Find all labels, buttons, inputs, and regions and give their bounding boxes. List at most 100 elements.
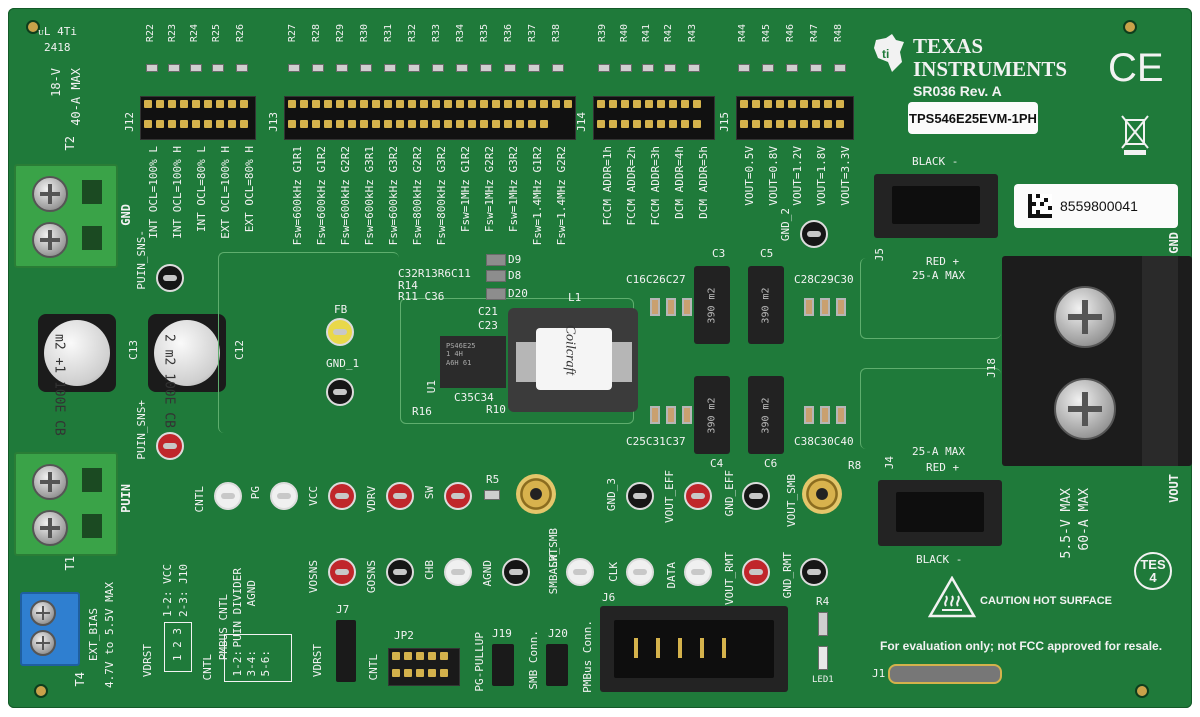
header-j12[interactable] — [140, 96, 256, 140]
terminal-t1-ref: T1 — [63, 556, 77, 571]
jumper-j20[interactable] — [546, 644, 568, 686]
ref-c6: C6 — [764, 457, 778, 470]
testpoint-clk[interactable] — [626, 558, 654, 586]
resistor-ref: R33 — [431, 24, 442, 43]
resistor — [504, 64, 516, 72]
jumper-j7[interactable] — [336, 620, 356, 682]
testpoint-gnd-2[interactable] — [800, 220, 828, 248]
tes-logo-text: TES 4 — [1140, 557, 1166, 585]
brand-texas: TEXAS — [913, 34, 984, 58]
testpoint-gnd-rmt[interactable] — [800, 558, 828, 586]
svg-text:ti: ti — [882, 47, 889, 61]
config-label-j14: FCCM ADDR=2h — [625, 146, 638, 226]
ref-c35-c34: C35C34 — [454, 392, 494, 403]
copper-outline — [218, 252, 399, 433]
header-pin — [300, 100, 308, 108]
config-label-j15: VOUT=0.5V — [743, 146, 756, 206]
connector-j4-socket — [896, 492, 984, 532]
testpoint-vout-rmt[interactable] — [742, 558, 770, 586]
testpoint-puin-sns-neg[interactable] — [156, 264, 184, 292]
header-pin — [168, 120, 176, 128]
config-label-j15: VOUT=0.8V — [767, 146, 780, 206]
header-pin — [740, 100, 748, 108]
cap-c13-ref: C13 — [127, 340, 140, 360]
header-pin — [168, 100, 176, 108]
part-number-text: TPS546E25EVM-1PH — [909, 110, 1037, 126]
header-pin — [440, 652, 448, 660]
testpoint-gnd-1[interactable] — [326, 378, 354, 406]
terminal-j18[interactable] — [1002, 256, 1192, 466]
config-label-j13: Fsw=600kHz G1R2 — [315, 146, 328, 246]
config-label-j12: INT OCL=100% H — [171, 146, 184, 239]
testpoint-data[interactable] — [684, 558, 712, 586]
ref-d8: D8 — [508, 269, 522, 282]
pmbus-conn-label: PMBus Conn. — [581, 620, 594, 693]
vcc-select-1: 1-2: VCC — [161, 564, 174, 617]
terminal-t1[interactable] — [14, 452, 118, 556]
resistor — [834, 64, 846, 72]
output-rating-v: 5.5-V MAX — [1059, 488, 1074, 559]
header-j14[interactable] — [593, 96, 715, 140]
resistor-ref: R38 — [551, 24, 562, 43]
testpoint-gnd-3[interactable] — [626, 482, 654, 510]
testpoint-agnd[interactable] — [502, 558, 530, 586]
testpoint-pg[interactable] — [270, 482, 298, 510]
tp-label: CNTL — [193, 486, 206, 513]
header-jp2[interactable] — [388, 648, 460, 686]
jumper-numbers: 1 2 3 — [171, 628, 184, 662]
jumper-j19[interactable] — [492, 644, 514, 686]
ref-c38-c30-c40: C38C30C40 — [794, 436, 854, 447]
config-label-j14: FCCM ADDR=1h — [601, 146, 614, 226]
testpoint-vout-eff[interactable] — [684, 482, 712, 510]
sma-connector-vout[interactable] — [802, 474, 842, 514]
testpoint-smbalrt[interactable] — [566, 558, 594, 586]
resistor-ref: R46 — [785, 24, 796, 43]
connector-j5[interactable] — [874, 174, 998, 238]
testpoint-sw[interactable] — [444, 482, 472, 510]
disclaimer-label: For evaluation only; not FCC approved fo… — [880, 639, 1163, 653]
header-pin — [456, 120, 464, 128]
resistor — [360, 64, 372, 72]
header-pin — [384, 120, 392, 128]
tp-puin-sns-pos-label: PUIN_SNS+ — [135, 400, 148, 460]
cap-c13-marking: m2 +1 100E CB — [51, 334, 67, 436]
jumper-j1[interactable] — [888, 664, 1002, 684]
header-pin — [657, 120, 665, 128]
testpoint-cntl[interactable] — [214, 482, 242, 510]
terminal-t4[interactable] — [20, 592, 80, 666]
resistor — [288, 64, 300, 72]
header-j13[interactable] — [284, 96, 576, 140]
j4-bottom-label: BLACK - — [916, 553, 963, 566]
testpoint-vcc[interactable] — [328, 482, 356, 510]
ref-c38: C38 — [794, 435, 814, 448]
testpoint-puin-sns-pos[interactable] — [156, 432, 184, 460]
testpoint-chb[interactable] — [444, 558, 472, 586]
terminal-t2[interactable] — [14, 164, 118, 268]
header-j15[interactable] — [736, 96, 854, 140]
testpoint-gosns[interactable] — [386, 558, 414, 586]
tp-label: PG — [249, 486, 262, 500]
config-label-j12: EXT OCL=80% H — [243, 146, 256, 233]
ref-c16: C16 — [626, 273, 646, 286]
ref-c28: C28 — [794, 273, 814, 286]
vdrst2-label: VDRST — [311, 644, 324, 678]
connector-j4[interactable] — [878, 480, 1002, 546]
ref-r6: R6 — [437, 267, 451, 280]
date-code: 2418 — [44, 41, 71, 54]
header-pin — [633, 100, 641, 108]
testpoint-vdrv[interactable] — [386, 482, 414, 510]
hot-surface-warning-icon — [928, 576, 976, 618]
connector-j6[interactable] — [600, 606, 788, 692]
config-label-j15: VOUT=1.8V — [815, 146, 828, 206]
capacitor — [820, 406, 830, 424]
sma-connector-sw[interactable] — [516, 474, 556, 514]
testpoint-fb[interactable] — [326, 318, 354, 346]
header-pin — [312, 100, 320, 108]
config-label-j14: FCCM ADDR=3h — [649, 146, 662, 226]
testpoint-gnd-eff[interactable] — [742, 482, 770, 510]
ref-c40: C40 — [833, 435, 854, 448]
resistor — [384, 64, 396, 72]
testpoint-vosns[interactable] — [328, 558, 356, 586]
ref-d20: D20 — [508, 287, 528, 300]
ref-c3: C3 — [712, 247, 726, 260]
